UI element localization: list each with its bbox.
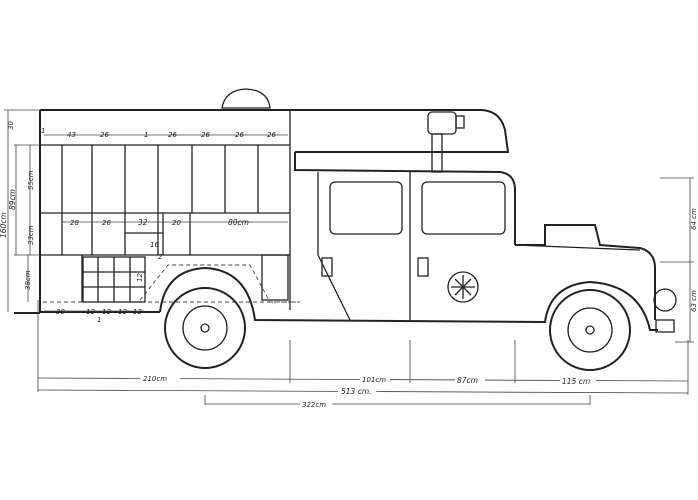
length-dimensions: 210cm 101cm 87cm 115 cm 513 cm. 322cm <box>37 300 689 409</box>
dim-label: 210cm <box>143 375 167 383</box>
dim-label: 63 cm <box>690 290 698 312</box>
dim-label: 12 <box>102 308 111 316</box>
dim-label: 26 <box>168 131 177 139</box>
locker-grid <box>82 256 146 303</box>
dim-label: 12 <box>133 308 142 316</box>
dim-label: 55cm <box>27 170 35 190</box>
dim-label: 12 <box>136 273 144 282</box>
dim-label: 1 <box>41 127 45 135</box>
dim-label: 30 <box>56 308 65 316</box>
emblem-icon <box>447 271 479 303</box>
dim-label: 26 <box>102 219 111 227</box>
dim-label: 1 <box>97 316 101 324</box>
dim-label: 16 <box>150 241 159 249</box>
dim-label: 26 <box>100 131 109 139</box>
dim-label: 2 <box>158 253 163 261</box>
dim-label: 32 <box>138 218 148 227</box>
shelving-layout: 1 43 26 1 26 26 26 26 28 26 32 20 80cm 1… <box>40 127 290 324</box>
dim-label: 20 <box>172 219 181 227</box>
dim-label: 322cm <box>302 401 326 409</box>
dim-label: 80cm <box>228 218 249 227</box>
dim-label: 28 <box>70 219 79 227</box>
spare-wheel <box>653 288 677 312</box>
rear-wheel <box>164 287 246 369</box>
dim-label: 33cm <box>27 225 35 245</box>
beacon-light <box>427 111 457 135</box>
height-dimensions-left: 30 160cm 89cm 55cm 33cm 38cm <box>0 109 40 312</box>
dim-label: 160cm <box>0 212 8 238</box>
dim-label: 12 <box>118 308 127 316</box>
vehicle-body <box>14 88 677 333</box>
dim-label: 1 <box>144 131 148 139</box>
dim-label: 64 cm <box>690 208 698 230</box>
dim-label: 26 <box>235 131 244 139</box>
dim-label: 38cm <box>24 270 32 290</box>
dim-label: 43 <box>67 131 76 139</box>
rear-window <box>329 181 403 235</box>
roof-vent <box>221 88 271 109</box>
door-handle <box>321 257 333 277</box>
dim-label: 30 <box>7 121 15 130</box>
dim-label: 12 <box>86 308 95 316</box>
height-dimensions-right: 64 cm 63 cm <box>660 177 698 343</box>
front-wheel <box>549 289 631 371</box>
dim-label: 101cm <box>362 376 386 384</box>
front-window <box>421 181 506 235</box>
dim-label: 26 <box>267 131 276 139</box>
dim-label: 89cm <box>8 189 17 210</box>
dim-label: 26 <box>201 131 210 139</box>
dim-label: 87cm <box>457 376 478 385</box>
dim-label: 513 cm. <box>341 387 372 396</box>
dim-label: 115 cm <box>562 377 590 386</box>
